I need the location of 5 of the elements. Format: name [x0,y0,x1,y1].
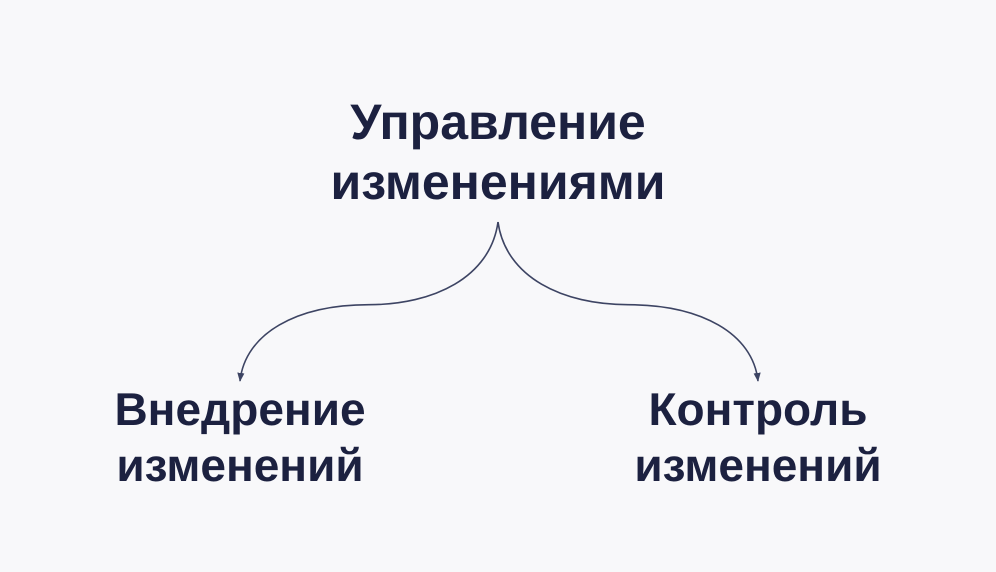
node-text: Контроль изменений [608,381,908,493]
arrow [238,222,499,382]
node-text: Внедрение изменений [90,381,390,493]
node-text: Управление изменениями [288,92,708,222]
arrow [497,222,760,382]
